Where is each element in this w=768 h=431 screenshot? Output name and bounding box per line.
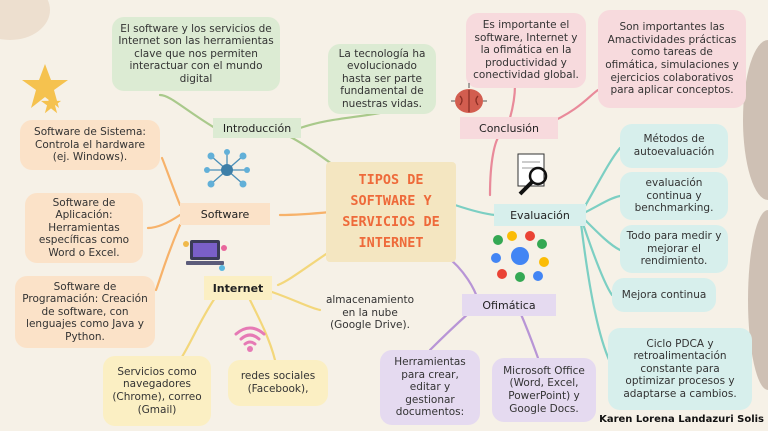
branch-introduccion: Introducción bbox=[213, 118, 301, 138]
software-note-3: Software de Programación: Creación de so… bbox=[15, 276, 155, 348]
evaluacion-note-5: Ciclo PDCA y retroalimentación constante… bbox=[608, 328, 752, 410]
leaf-decoration bbox=[743, 40, 768, 390]
author-signature: Karen Lorena Landazuri Solis bbox=[599, 414, 764, 425]
branch-internet: Internet bbox=[204, 276, 272, 300]
apps-icon bbox=[491, 231, 549, 282]
internet-note-2: Servicios como navegadores (Chrome), cor… bbox=[103, 356, 211, 426]
leaf-decoration bbox=[0, 0, 50, 40]
evaluacion-note-4: Mejora continua bbox=[612, 278, 716, 312]
evaluacion-note-2: evaluación continua y benchmarking. bbox=[620, 172, 728, 220]
ofimatica-note-2: Microsoft Office (Word, Excel, PowerPoin… bbox=[492, 358, 596, 422]
network-icon bbox=[204, 149, 250, 188]
central-title: TIPOS DE SOFTWARE Y SERVICIOS DE INTERNE… bbox=[326, 162, 456, 262]
laptop-icon bbox=[183, 240, 227, 271]
magnifier-icon bbox=[517, 153, 548, 196]
branch-evaluacion: Evaluación bbox=[494, 204, 586, 226]
brain-icon bbox=[451, 83, 487, 113]
star-icon bbox=[40, 93, 62, 114]
branch-software: Software bbox=[180, 203, 270, 225]
introduccion-note-2: La tecnología ha evolucionado hasta ser … bbox=[328, 44, 436, 114]
internet-note-3: redes sociales (Facebook), bbox=[228, 360, 328, 406]
evaluacion-note-1: Métodos de autoevaluación bbox=[620, 124, 728, 168]
conclusion-note-2: Son importantes las Amactividades prácti… bbox=[598, 10, 746, 108]
branch-conclusion: Conclusión bbox=[460, 117, 558, 139]
branch-ofimatica: Ofimática bbox=[462, 294, 556, 316]
conclusion-note-1: Es importante el software, Internet y la… bbox=[466, 13, 586, 88]
star-icon bbox=[22, 64, 68, 108]
software-note-1: Software de Sistema: Controla el hardwar… bbox=[20, 120, 160, 170]
internet-note-1: almacenamiento en la nube (Google Drive)… bbox=[325, 294, 415, 332]
evaluacion-note-3: Todo para medir y mejorar el rendimiento… bbox=[620, 225, 728, 273]
software-note-2: Software de Aplicación: Herramientas esp… bbox=[25, 193, 143, 263]
introduccion-note-1: El software y los servicios de Internet … bbox=[112, 17, 280, 91]
wifi-icon bbox=[234, 326, 266, 352]
ofimatica-note-1: Herramientas para crear, editar y gestio… bbox=[380, 350, 480, 425]
